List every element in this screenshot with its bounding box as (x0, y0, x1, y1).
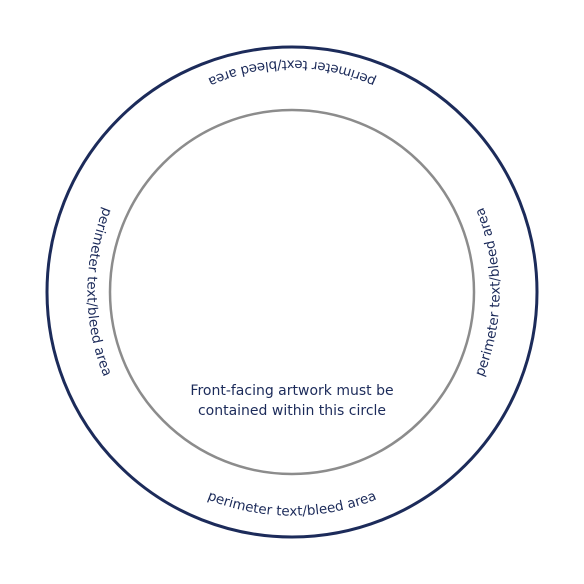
perimeter-label-top: perimeter text/bleed area (206, 56, 378, 89)
center-instruction-line2: contained within this circle (197, 403, 387, 419)
center-instruction-line1: Front-facing artwork must be (190, 383, 394, 399)
outer-ring (45, 45, 539, 539)
perimeter-label-right: perimeter text/bleed area (472, 205, 504, 378)
perimeter-label-bottom: perimeter text/bleed area (205, 488, 378, 520)
center-instruction: Front-facing artwork must be contained w… (142, 381, 442, 421)
inner-ring (108, 108, 476, 476)
